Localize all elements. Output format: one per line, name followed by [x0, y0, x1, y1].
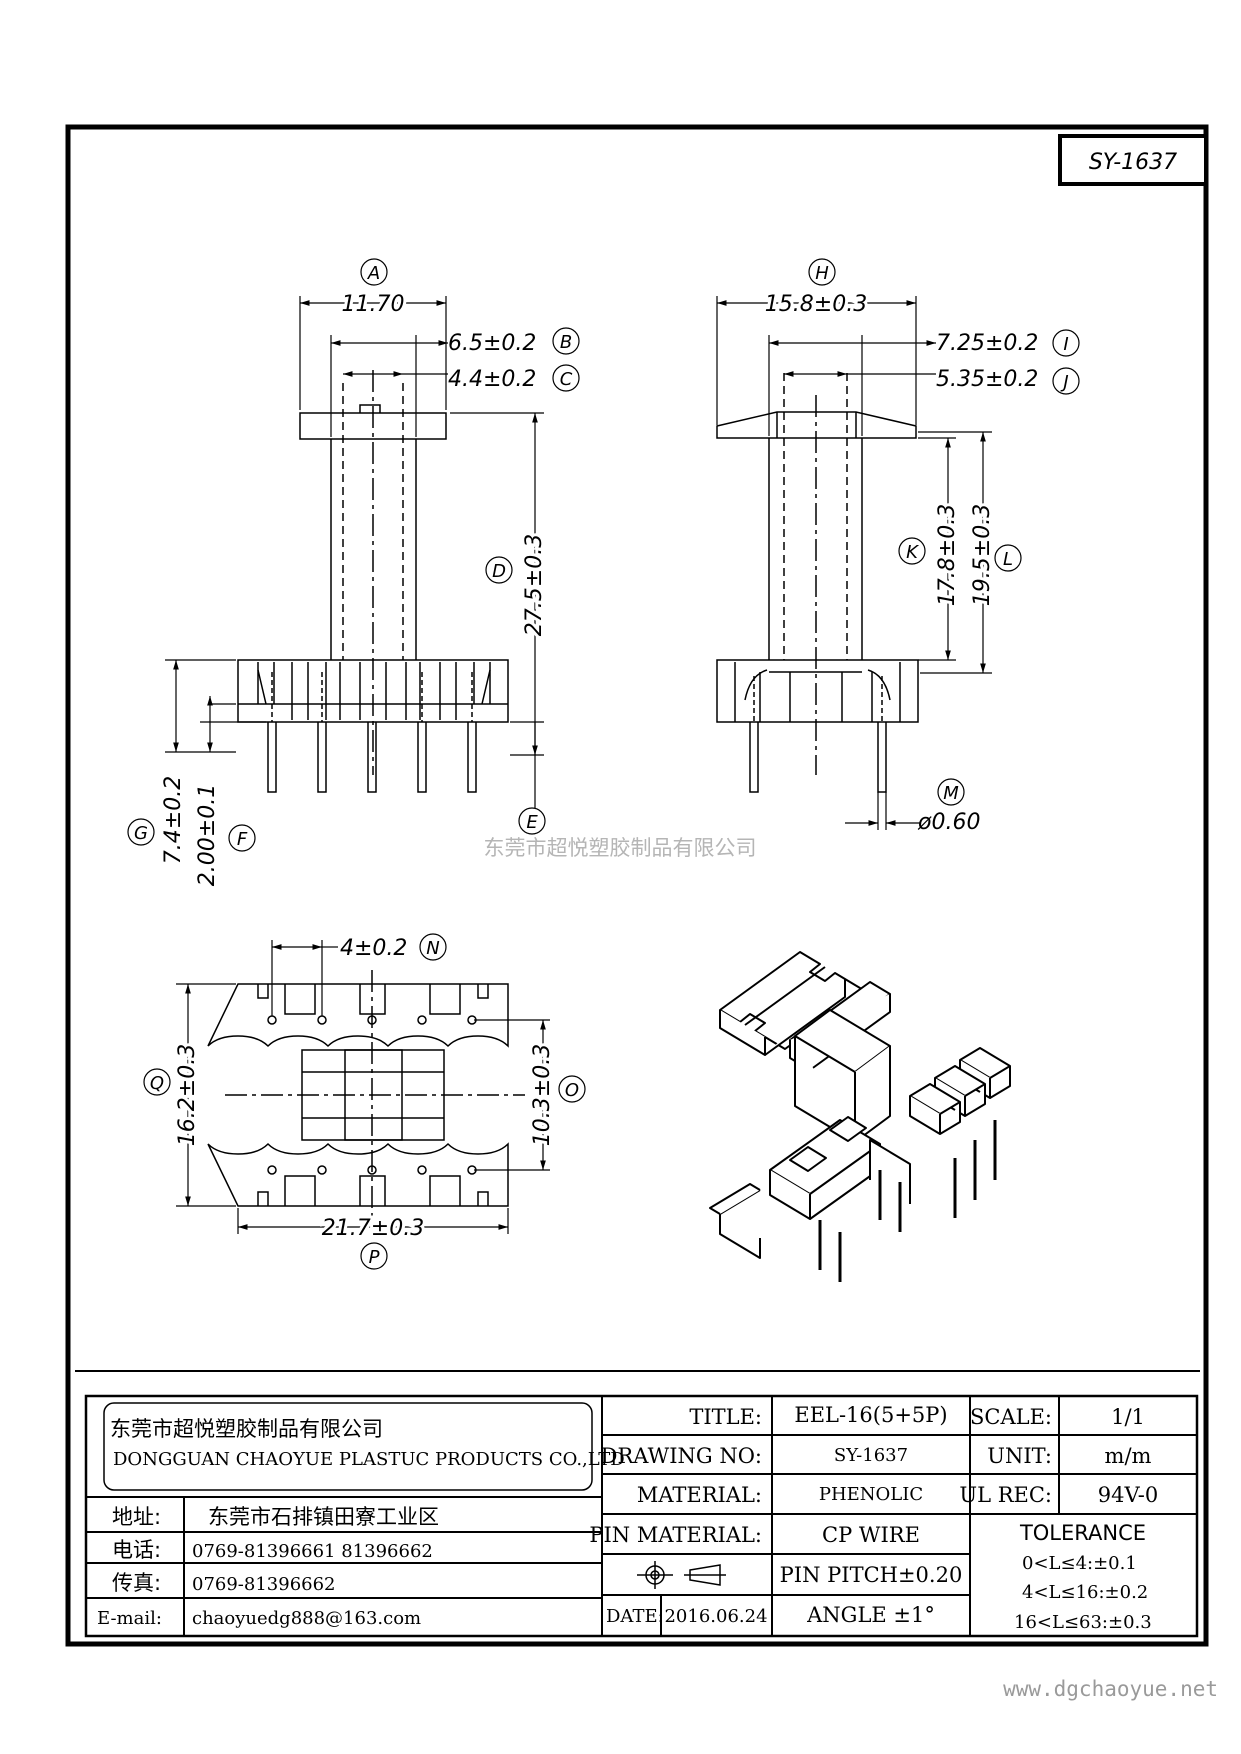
watermark: 东莞市超悦塑胶制品有限公司 — [484, 836, 757, 860]
scale-label: SCALE: — [970, 1405, 1052, 1429]
material-label: MATERIAL: — [637, 1483, 762, 1507]
title-label: TITLE: — [689, 1405, 762, 1429]
dim-k-value: 17.8±0.3 — [935, 504, 960, 606]
tolerance-label: TOLERANCE — [1019, 1521, 1146, 1545]
drawing-number: SY-1637 — [1089, 150, 1177, 175]
label-b: B — [560, 332, 572, 353]
label-c: C — [560, 369, 573, 390]
front-dimensions — [165, 296, 544, 812]
date-value: 2016.06.24 — [664, 1606, 767, 1627]
ul-value: 94V-0 — [1098, 1483, 1158, 1507]
dim-g-value: 7.4±0.2 — [161, 776, 186, 864]
dim-c-value: 4.4±0.2 — [448, 367, 536, 392]
dim-i-value: 7.25±0.2 — [936, 331, 1038, 356]
dim-q-value: 16.2±0.3 — [175, 1044, 200, 1146]
label-g: G — [134, 823, 148, 844]
label-d: D — [492, 561, 506, 582]
drawing-frame — [65, 124, 1209, 1647]
dim-h-value: 15.8±0.3 — [765, 292, 867, 317]
dim-o-value: 10.3±0.3 — [530, 1044, 555, 1146]
front-dimension-labels: 11.70 A 6.5±0.2 B 4.4±0.2 C 27.5±0.3 D E… — [127, 258, 580, 886]
tolerance-row-3: 16<L≤63:±0.3 — [1014, 1612, 1152, 1633]
fax: 0769-81396662 — [192, 1574, 336, 1595]
company-name-cn: 东莞市超悦塑胶制品有限公司 — [110, 1417, 383, 1441]
label-l: L — [1003, 549, 1013, 570]
label-n: N — [426, 938, 439, 959]
dim-n-value: 4±0.2 — [340, 936, 407, 961]
unit-value: m/m — [1105, 1444, 1152, 1468]
label-f: F — [237, 829, 248, 850]
title-block-text: 东莞市超悦塑胶制品有限公司 DONGGUAN CHAOYUE PLASTUC P… — [97, 1403, 1158, 1633]
label-e: E — [526, 812, 538, 833]
ul-label: UL REC: — [959, 1483, 1052, 1507]
label-o: O — [565, 1080, 579, 1101]
label-h: H — [815, 263, 829, 284]
scale-value: 1/1 — [1111, 1405, 1145, 1429]
label-q: Q — [150, 1073, 164, 1094]
side-dimensions — [716, 296, 992, 830]
dim-a-value: 11.70 — [342, 292, 405, 317]
phone-label: 电话: — [112, 1538, 161, 1562]
drawing-number-box: SY-1637 — [1058, 134, 1208, 186]
dim-f-value: 2.00±0.1 — [195, 784, 220, 886]
title-block — [84, 1394, 1199, 1638]
dim-d-value: 27.5±0.3 — [522, 534, 547, 636]
drawing-no-value: SY-1637 — [834, 1445, 908, 1466]
label-k: K — [906, 542, 919, 563]
tolerance-row-1: 0<L≤4:±0.1 — [1022, 1553, 1137, 1574]
angle: ANGLE ±1° — [806, 1603, 935, 1627]
unit-label: UNIT: — [987, 1444, 1052, 1468]
tolerance-row-2: 4<L≤16:±0.2 — [1022, 1582, 1148, 1603]
pin-material-value: CP WIRE — [822, 1523, 920, 1547]
material-value: PHENOLIC — [819, 1484, 923, 1505]
label-m: M — [943, 783, 959, 804]
website: www.dgchaoyue.net — [1003, 1677, 1218, 1701]
dim-j-value: 5.35±0.2 — [936, 367, 1038, 392]
label-i: I — [1063, 334, 1068, 355]
side-dimension-labels: 15.8±0.3 H 7.25±0.2 I 5.35±0.2 J 17.8±0.… — [762, 258, 1080, 835]
label-p: P — [369, 1247, 380, 1268]
dim-b-value: 6.5±0.2 — [448, 331, 536, 356]
isometric-view — [709, 951, 1011, 1282]
title-value: EEL-16(5+5P) — [794, 1403, 947, 1427]
address-label: 地址: — [112, 1505, 161, 1529]
label-j: J — [1060, 372, 1068, 393]
pin-material-label: PIN MATERIAL: — [589, 1523, 762, 1547]
drawing-no-label: DRAWING NO: — [601, 1444, 762, 1468]
side-view — [716, 373, 919, 793]
bottom-dimensions — [176, 940, 550, 1234]
front-view — [237, 370, 509, 793]
fax-label: 传真: — [112, 1571, 161, 1595]
bottom-view — [207, 970, 525, 1220]
date-label: DATE: — [606, 1606, 664, 1627]
dim-p-value: 21.7±0.3 — [322, 1216, 424, 1241]
address: 东莞市石排镇田寮工业区 — [208, 1505, 439, 1529]
dim-m-value: ø0.60 — [917, 810, 980, 835]
email: chaoyuedg888@163.com — [192, 1608, 421, 1629]
bottom-dimension-labels: 4±0.2 N 16.2±0.3 Q 10.3±0.3 O 21.7±0.3 P — [143, 933, 586, 1270]
phone: 0769-81396661 81396662 — [192, 1541, 433, 1562]
label-a: A — [367, 263, 380, 284]
dim-l-value: 19.5±0.3 — [970, 504, 995, 606]
email-label: E-mail: — [97, 1608, 162, 1629]
pin-pitch: PIN PITCH±0.20 — [780, 1563, 963, 1587]
company-name-en: DONGGUAN CHAOYUE PLASTUC PRODUCTS CO.,LT… — [113, 1449, 625, 1470]
